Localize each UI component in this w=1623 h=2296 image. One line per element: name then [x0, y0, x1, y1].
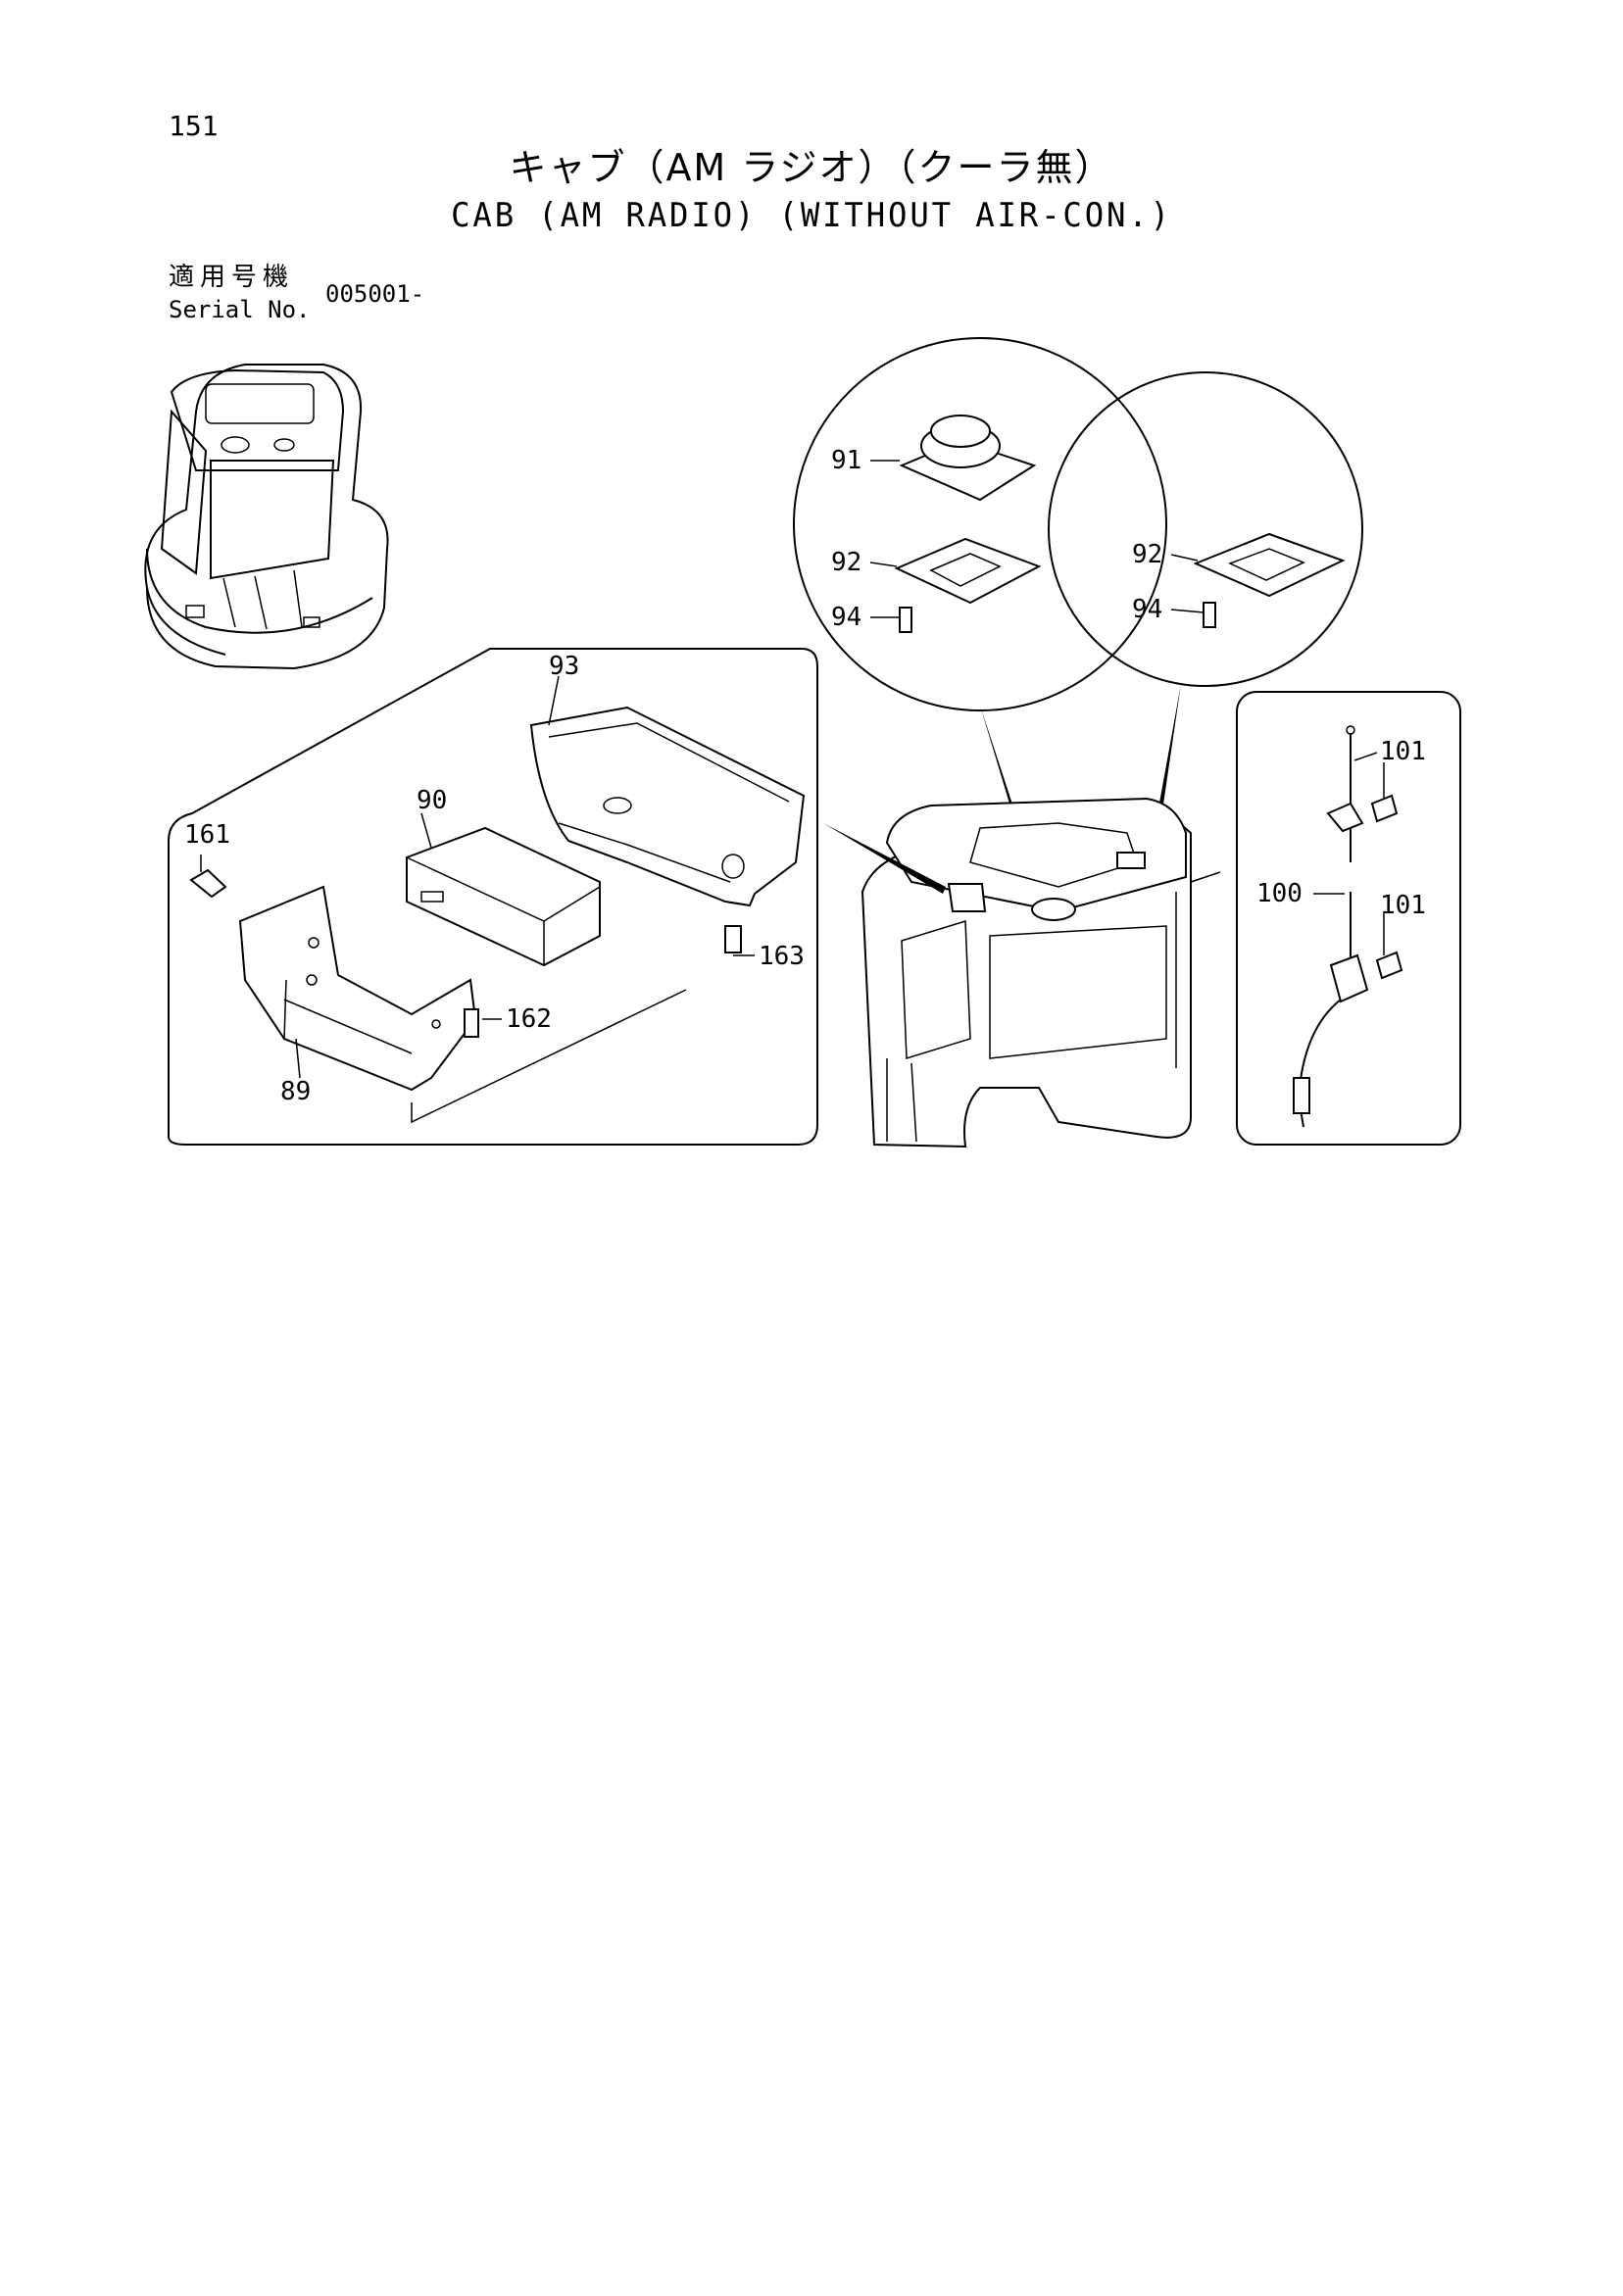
- callout-101-lower: 101: [1380, 891, 1426, 920]
- callout-161: 161: [184, 820, 230, 850]
- grille-detail-circle: [1048, 371, 1363, 864]
- page-title-english: CAB (AM RADIO) (WITHOUT AIR-CON.): [451, 196, 1172, 235]
- callout-101-upper: 101: [1380, 737, 1426, 766]
- page-title-japanese: キャブ（AM ラジオ）（クーラ無）: [509, 146, 1114, 189]
- callout-92-speaker: 92: [831, 548, 861, 577]
- callout-91: 91: [831, 446, 861, 475]
- callout-90: 90: [417, 786, 447, 815]
- callout-162: 162: [506, 1004, 552, 1034]
- serial-label-english: Serial No.: [169, 296, 311, 323]
- antenna-panel: [1236, 691, 1461, 1146]
- callout-100: 100: [1256, 879, 1303, 908]
- callout-163: 163: [759, 942, 805, 971]
- callout-92-grille: 92: [1132, 540, 1162, 569]
- machine-overview-illustration: [144, 364, 389, 670]
- radio-bracket-panel: [168, 648, 818, 1146]
- serial-number-value: 005001-: [325, 280, 425, 308]
- page-number: 151: [169, 110, 219, 142]
- cab-illustration: [823, 797, 1221, 1148]
- callout-89: 89: [280, 1077, 311, 1106]
- callout-93: 93: [549, 652, 579, 681]
- callout-94-speaker: 94: [831, 603, 861, 632]
- callout-94-grille: 94: [1132, 595, 1162, 624]
- serial-label-japanese: 適用号機: [169, 263, 295, 292]
